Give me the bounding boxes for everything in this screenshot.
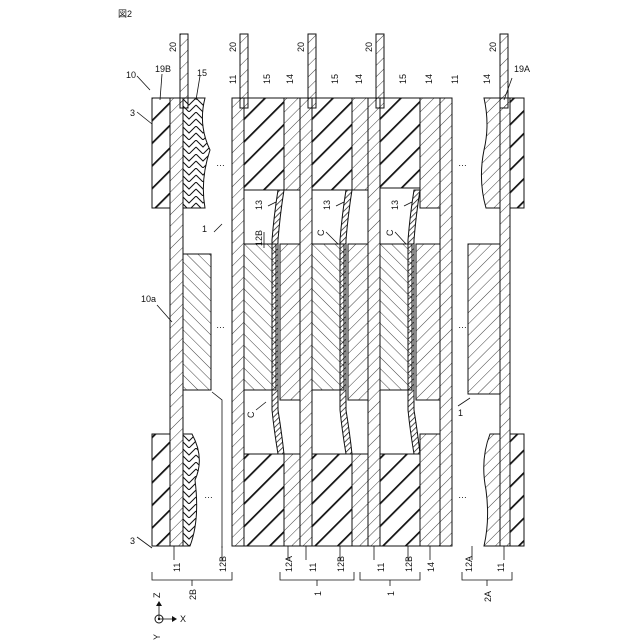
- svg-text:15: 15: [262, 74, 272, 84]
- svg-text:X: X: [180, 614, 186, 624]
- svg-text:14: 14: [426, 562, 436, 572]
- block-15-c-bottom: [380, 454, 420, 546]
- block-14-b-bottom: [352, 454, 368, 546]
- plate-11-c: [368, 98, 380, 546]
- block-14-a-top: [284, 98, 300, 190]
- resin-19a-bottom: [510, 434, 524, 546]
- svg-text:20: 20: [364, 42, 374, 52]
- svg-text:1: 1: [313, 591, 323, 596]
- plate-11-right: [500, 98, 510, 546]
- electrode-2a: [468, 98, 524, 546]
- plate-11-d: [440, 98, 452, 546]
- svg-text:…: …: [458, 320, 467, 330]
- resin-19a-top: [510, 98, 524, 208]
- svg-text:10a: 10a: [141, 294, 156, 304]
- block-14-c-top: [420, 98, 440, 208]
- block-14-a-bottom: [284, 454, 300, 546]
- layer-12b-c: [380, 244, 412, 390]
- svg-text:3: 3: [130, 108, 135, 118]
- svg-text:11: 11: [496, 563, 506, 572]
- electrode-2b: [152, 98, 211, 546]
- svg-text:Y: Y: [152, 634, 162, 640]
- svg-text:13: 13: [254, 200, 264, 210]
- block-15-top-left: [183, 98, 210, 208]
- layer-12a-b: [348, 244, 368, 400]
- block-14-right-bottom: [484, 434, 500, 546]
- svg-text:…: …: [204, 490, 213, 500]
- svg-text:C: C: [246, 411, 256, 418]
- svg-text:13: 13: [322, 200, 332, 210]
- block-14-c-bottom: [420, 434, 440, 546]
- layer-12b-left: [183, 254, 211, 390]
- svg-text:11: 11: [228, 75, 238, 84]
- svg-text:11: 11: [308, 563, 318, 572]
- svg-text:11: 11: [450, 75, 460, 84]
- layer-12a-a: [280, 244, 300, 400]
- svg-text:10: 10: [126, 70, 136, 80]
- svg-text:1: 1: [458, 408, 463, 418]
- svg-text:1: 1: [202, 224, 207, 234]
- svg-text:…: …: [216, 158, 225, 168]
- svg-text:14: 14: [424, 74, 434, 84]
- plate-11-b: [300, 98, 312, 546]
- svg-text:11: 11: [376, 563, 386, 572]
- svg-text:2B: 2B: [188, 589, 198, 600]
- svg-text:20: 20: [228, 42, 238, 52]
- block-15-a-bottom: [244, 454, 284, 546]
- figure-title: 図2: [118, 9, 132, 19]
- block-15-bottom-left: [183, 434, 199, 546]
- block-15-b-bottom: [312, 454, 352, 546]
- layer-12a-right: [468, 244, 500, 394]
- svg-text:11: 11: [172, 563, 182, 572]
- svg-text:20: 20: [488, 42, 498, 52]
- resin-bottom-left: [152, 434, 170, 546]
- block-14-b-top: [352, 98, 368, 190]
- layer-12b-a: [244, 244, 276, 390]
- svg-text:20: 20: [168, 42, 178, 52]
- svg-text:Z: Z: [152, 592, 162, 598]
- block-15-b-top: [312, 98, 352, 190]
- layer-12b-b: [312, 244, 344, 390]
- svg-text:12B: 12B: [336, 556, 346, 572]
- svg-text:1: 1: [386, 591, 396, 596]
- svg-text:14: 14: [482, 74, 492, 84]
- resin-19b-top: [152, 98, 170, 208]
- svg-text:14: 14: [285, 74, 295, 84]
- svg-text:13: 13: [390, 200, 400, 210]
- svg-text:12B: 12B: [218, 556, 228, 572]
- svg-text:12B: 12B: [404, 556, 414, 572]
- svg-text:C: C: [316, 229, 326, 236]
- svg-text:…: …: [216, 320, 225, 330]
- svg-text:19A: 19A: [514, 64, 530, 74]
- svg-text:12A: 12A: [464, 556, 474, 572]
- block-15-a-top: [244, 98, 284, 190]
- svg-text:12B: 12B: [254, 230, 264, 246]
- svg-text:2A: 2A: [483, 591, 493, 602]
- layer-12a-c: [416, 244, 440, 400]
- svg-text:C: C: [385, 229, 395, 236]
- svg-text:…: …: [458, 158, 467, 168]
- svg-text:20: 20: [296, 42, 306, 52]
- block-15-c-top: [380, 98, 420, 188]
- svg-text:14: 14: [354, 74, 364, 84]
- svg-text:15: 15: [197, 68, 207, 78]
- svg-text:…: …: [458, 490, 467, 500]
- axes-indicator: X Z Y: [152, 592, 186, 640]
- svg-text:12A: 12A: [284, 556, 294, 572]
- cell-stack: [232, 98, 452, 546]
- svg-text:15: 15: [330, 74, 340, 84]
- svg-text:15: 15: [398, 74, 408, 84]
- block-14-right-top: [481, 98, 500, 208]
- svg-text:3: 3: [130, 536, 135, 546]
- plate-11-a: [232, 98, 244, 546]
- svg-text:19B: 19B: [155, 64, 171, 74]
